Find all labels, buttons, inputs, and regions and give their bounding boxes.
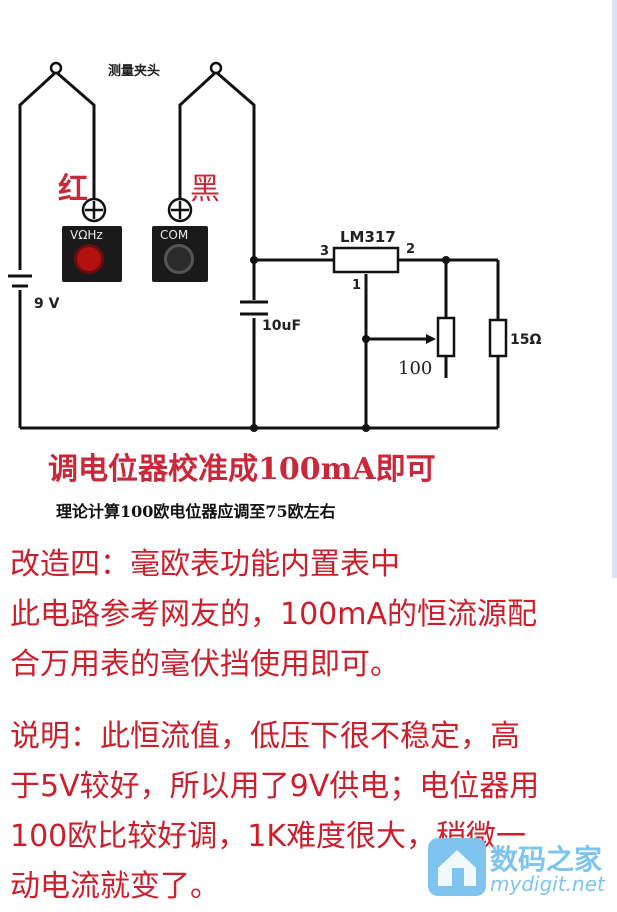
paragraph-modification: 改造四：毫欧表功能内置表中 此电路参考网友的，100mA的恒流源配 合万用表的毫… [10, 540, 610, 690]
paragraph-notes: 说明：此恒流值，低压下很不稳定，高 于5V较好，所以用了9V供电；电位器用 10… [10, 712, 610, 912]
right-border-strip [612, 0, 617, 578]
red-probe-jack: VΩHz [62, 226, 122, 282]
watermark-site-cn: 数码之家 [490, 843, 603, 876]
right-clip-tip [209, 61, 223, 75]
pin3-label: 3 [320, 244, 330, 259]
watermark-site-en: mydigit.net [490, 872, 605, 896]
jack-red-label: VΩHz [70, 228, 103, 242]
lm317-regulator [332, 246, 400, 274]
house-logo-icon [428, 838, 486, 896]
com-probe-jack: COM [152, 226, 208, 282]
resistor-15ohm [488, 318, 508, 358]
clips-label: 测量夹头 [108, 64, 161, 79]
red-label: 红 [58, 172, 88, 207]
capacitor-label: 10uF [262, 318, 302, 334]
circuit-diagram: VΩHz COM 测量夹头 红 黑 9 V 10uF LM317 3 2 1 1… [8, 61, 542, 521]
para2-line1: 说明：此恒流值，低压下很不稳定，高 [10, 719, 520, 754]
black-label: 黑 [190, 172, 220, 207]
calc-note: 理论计算100欧电位器应调至75欧左右 [56, 502, 336, 521]
jack-com-label: COM [160, 228, 189, 242]
para1-line3: 合万用表的毫伏挡使用即可。 [10, 647, 400, 682]
circuit-schematic [8, 61, 508, 432]
pot-label: 100 [398, 358, 433, 379]
regulator-label: LM317 [340, 228, 396, 246]
battery-label: 9 V [34, 296, 60, 312]
para1-line2: 此电路参考网友的，100mA的恒流源配 [10, 597, 538, 632]
potentiometer [436, 316, 456, 358]
resistor-label: 15Ω [510, 332, 542, 348]
site-watermark: 数码之家 mydigit.net [428, 838, 613, 900]
para2-line4: 动电流就变了。 [10, 869, 220, 904]
pin2-label: 2 [406, 242, 416, 257]
left-clip-tip [49, 61, 63, 75]
wiper-arrow-icon [426, 334, 436, 344]
com-jack-socket [164, 244, 194, 274]
para1-line1: 改造四：毫欧表功能内置表中 [10, 547, 400, 582]
para2-line2: 于5V较好，所以用了9V供电；电位器用 [10, 769, 540, 804]
red-jack-socket [74, 244, 104, 274]
battery-icon [8, 274, 32, 288]
instruction-text: 调电位器校准成100mA即可 [48, 452, 436, 487]
pin1-label: 1 [352, 278, 362, 293]
capacitor-icon [240, 300, 268, 316]
